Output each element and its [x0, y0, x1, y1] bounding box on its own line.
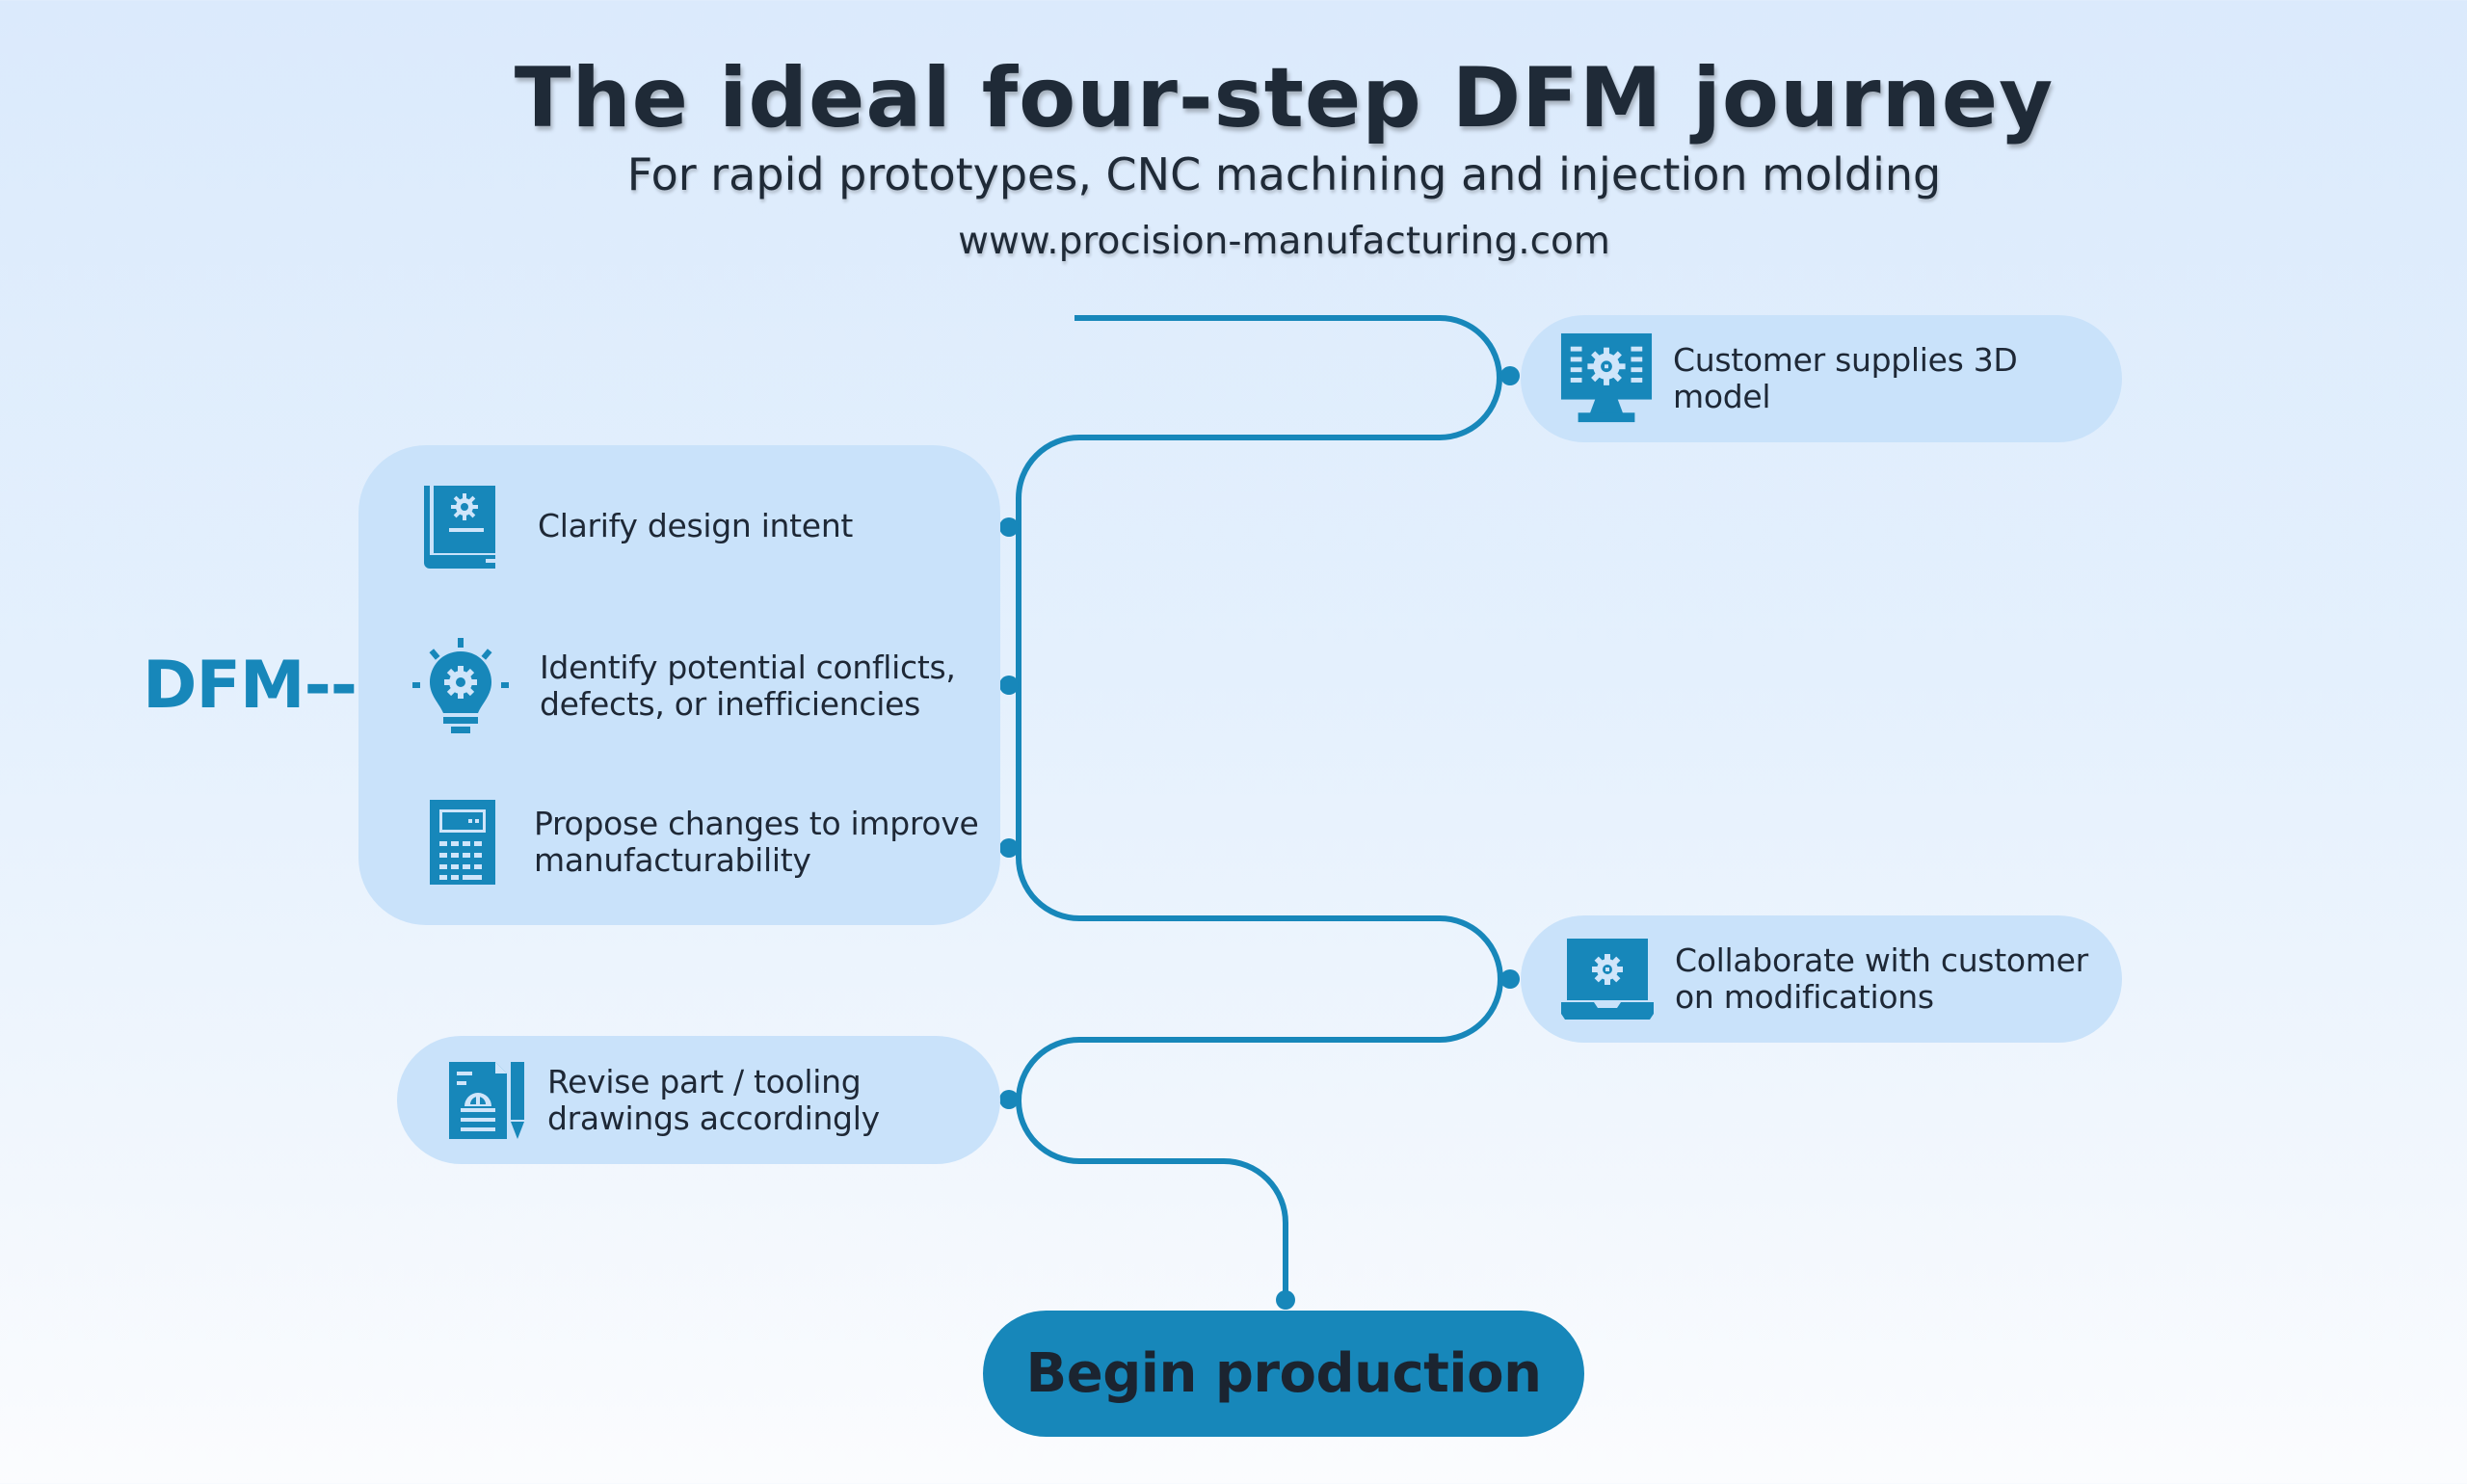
connector-dot-revise — [999, 1090, 1019, 1109]
book-gear-icon — [420, 482, 499, 570]
step-label-line-1: Collaborate with customer — [1675, 941, 2088, 979]
lightbulb-gear-icon — [411, 636, 511, 736]
step-label-line-2: defects, or inefficiencies — [540, 685, 921, 723]
step-label-line-1: Propose changes to improve — [534, 805, 979, 842]
connector-dot-customer-model — [1500, 366, 1520, 385]
drawing-pencil-icon — [449, 1060, 528, 1141]
connector-dot-clarify — [999, 517, 1019, 537]
connector-dot-collaborate — [1500, 969, 1520, 989]
flow-line — [1016, 315, 1503, 1300]
connector-dot-propose — [999, 838, 1019, 858]
monitor-gear-icon — [1559, 331, 1654, 426]
step-label: Customer supplies 3D model — [1673, 341, 2018, 415]
step-label-line-2: on modifications — [1675, 978, 1934, 1016]
step-label-line-2: manufacturability — [534, 841, 811, 879]
page-subtitle: For rapid prototypes, CNC machining and … — [626, 148, 1942, 200]
connector-dot-identify — [999, 676, 1019, 695]
step-label-line-2: drawings accordingly — [547, 1099, 880, 1137]
step-clarify[interactable]: Clarify design intent — [420, 482, 853, 570]
step-label-line-1: Identify potential conflicts, — [540, 649, 956, 686]
dfm-label: DFM-- — [143, 648, 358, 724]
step-collaborate[interactable]: Collaborate with customer on modificatio… — [1521, 915, 2122, 1043]
connector-dot-begin — [1276, 1290, 1295, 1310]
step-customer-model[interactable]: Customer supplies 3D model — [1521, 315, 2122, 442]
step-propose[interactable]: Propose changes to improve manufacturabi… — [430, 800, 979, 885]
laptop-gear-icon — [1561, 939, 1654, 1020]
step-identify[interactable]: Identify potential conflicts, defects, o… — [411, 636, 956, 736]
step-revise[interactable]: Revise part / tooling drawings according… — [397, 1036, 1000, 1164]
website-url[interactable]: www.procision-manufacturing.com — [958, 220, 1610, 263]
page-title: The ideal four-step DFM journey — [514, 50, 2055, 146]
begin-production-button[interactable]: Begin production — [983, 1311, 1584, 1437]
step-label-line-1: Revise part / tooling — [547, 1062, 862, 1100]
step-label: Clarify design intent — [538, 507, 854, 544]
calculator-icon — [430, 800, 495, 885]
